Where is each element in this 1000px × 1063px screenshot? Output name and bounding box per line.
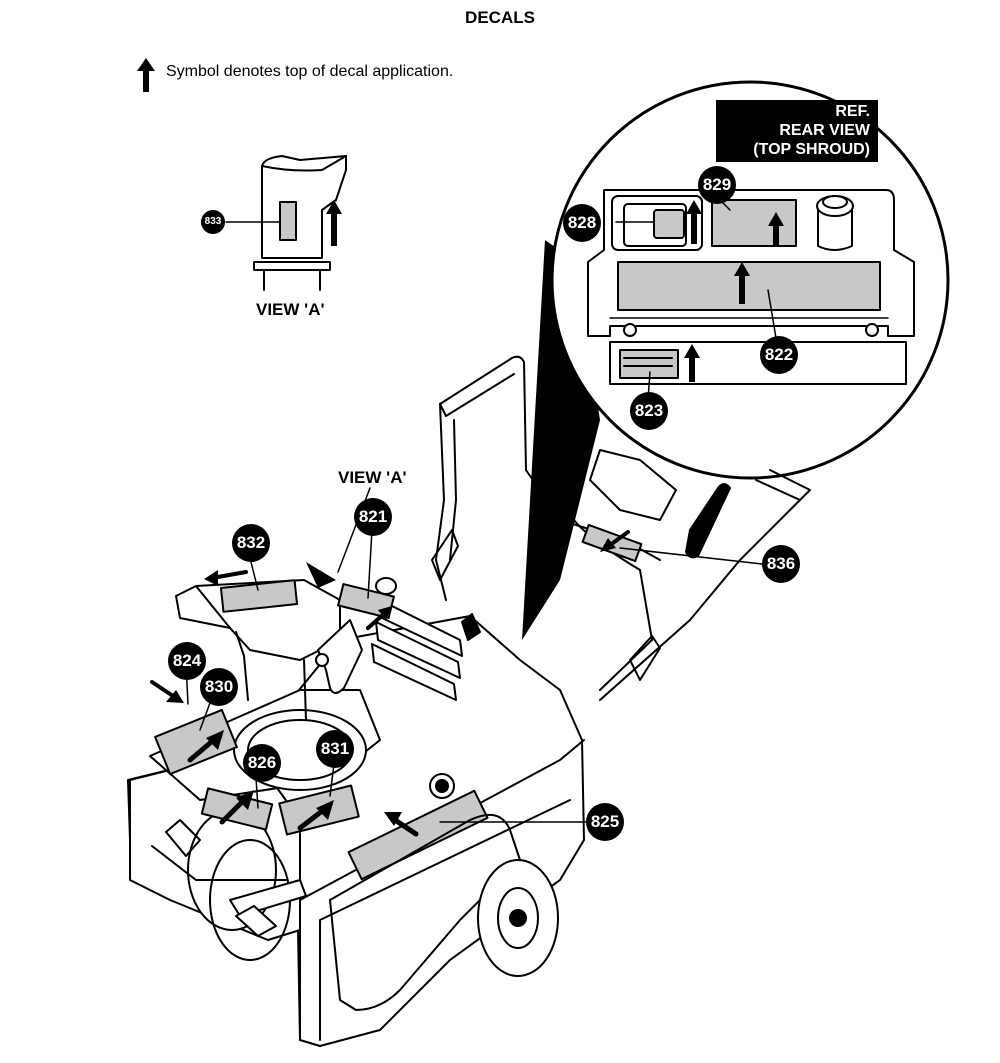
ref-line-2: REAR VIEW	[779, 122, 870, 139]
view-a-up-arrow-icon	[326, 200, 342, 246]
callout-825: 825	[586, 803, 624, 841]
callout-823: 823	[630, 392, 668, 430]
ref-rear-view-label: REF. REAR VIEW (TOP SHROUD)	[716, 100, 878, 162]
callout-821: 821	[354, 498, 392, 536]
decal-822	[617, 261, 881, 311]
inset-shroud	[587, 189, 915, 401]
decal-823	[619, 349, 679, 379]
up-arrow-icon	[137, 58, 155, 92]
legend: Symbol denotes top of decal application.	[134, 58, 453, 92]
ref-line-3: (TOP SHROUD)	[753, 141, 870, 158]
callout-822: 822	[760, 336, 798, 374]
callout-828: 828	[563, 204, 601, 242]
page-title: DECALS	[465, 8, 535, 27]
decal-832	[219, 579, 299, 613]
callout-829: 829	[698, 166, 736, 204]
view-a-pointer-icon	[306, 562, 336, 588]
ref-line-1: REF.	[835, 103, 870, 120]
callout-830: 830	[200, 668, 238, 706]
callout-836: 836	[762, 545, 800, 583]
view-a-label: VIEW 'A'	[256, 300, 325, 319]
callout-824: 824	[168, 642, 206, 680]
view-a-pointer-label: VIEW 'A'	[338, 468, 407, 487]
callout-833: 833	[201, 210, 225, 234]
decal-830	[154, 708, 238, 776]
callout-832: 832	[232, 524, 270, 562]
view-a-chute-detail	[225, 155, 347, 291]
callout-826: 826	[243, 744, 281, 782]
callout-831: 831	[316, 730, 354, 768]
decal-833	[279, 201, 297, 241]
legend-text: Symbol denotes top of decal application.	[166, 63, 454, 80]
direction-arrows	[150, 530, 630, 837]
decal-829	[711, 199, 797, 247]
decal-828	[653, 209, 685, 239]
